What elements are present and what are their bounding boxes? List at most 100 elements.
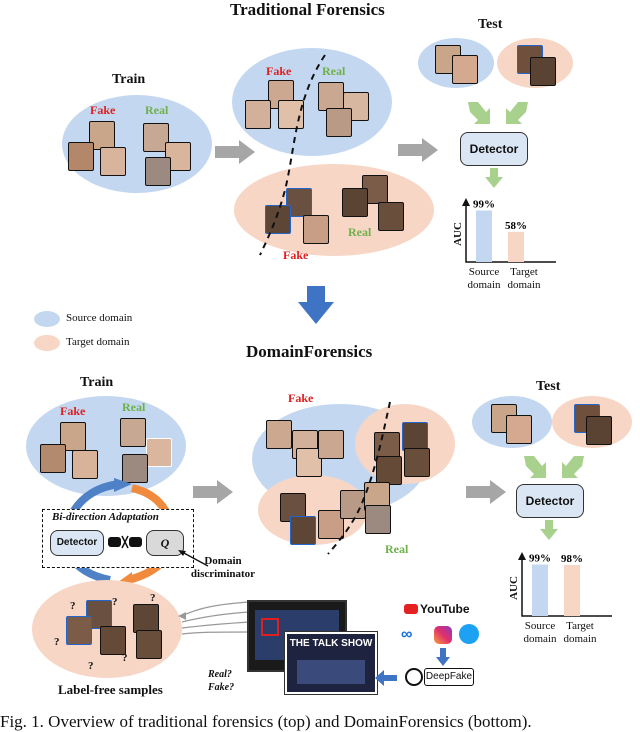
face-fake [303, 215, 329, 244]
decision-boundary [259, 54, 326, 256]
sample-collection-lines [178, 601, 251, 635]
real-question: Real? [208, 669, 232, 680]
adaptation-title: Bi-direction Adaptation [52, 511, 159, 523]
bottom-auc-bar-value-1: 98% [561, 553, 583, 565]
face-fake [265, 205, 291, 234]
legend-target-swatch [34, 335, 60, 351]
legend-source-swatch [34, 311, 60, 327]
top-auc-bar-0 [476, 210, 492, 262]
bottom-mid-real-label: Real [385, 542, 409, 556]
domain-discriminator-module: Q [146, 530, 184, 556]
face [530, 57, 556, 86]
bottom-bar-label-target: Target domain [563, 620, 597, 645]
real-fake-question: Real? Fake? [208, 668, 234, 694]
face-fake [68, 142, 94, 171]
bottom-mid-fake-label: Fake [288, 391, 314, 405]
decision-boundary [327, 401, 391, 555]
top-train-fake-label: Fake [90, 103, 116, 117]
adversarial-fist-icon [108, 535, 142, 549]
face-real [378, 202, 404, 231]
top-auc-bar-1 [508, 231, 524, 262]
right-arrow-icon [466, 480, 506, 504]
meta-icon: ∞ [401, 626, 413, 643]
face-fake [278, 100, 304, 129]
bottom-auc-bar-0 [532, 564, 548, 616]
bottom-auc-axis-label: AUC [507, 576, 520, 600]
instagram-icon [434, 626, 452, 644]
youtube-icon [404, 604, 418, 614]
face [506, 415, 532, 444]
unknown-label: ? [70, 600, 76, 612]
face-fake [245, 100, 271, 129]
left-arrow-icon [375, 670, 397, 686]
fake-question: Fake? [208, 682, 235, 693]
down-arrow-icon [485, 168, 503, 188]
bottom-bar-label-source: Source domain [523, 620, 557, 645]
face-real [326, 108, 352, 137]
bottom-auc-bar-1 [564, 565, 580, 616]
unknown-label: ? [88, 660, 94, 672]
down-arrow-icon [540, 520, 558, 540]
top-test-label: Test [478, 17, 503, 32]
search-icon [405, 668, 423, 686]
unknown-label: ? [122, 652, 128, 664]
search-box: DeepFake [424, 668, 474, 686]
big-down-arrow-icon [298, 286, 334, 324]
face-fake [318, 510, 344, 539]
top-mid-fake-target-label: Fake [283, 248, 309, 262]
face [586, 416, 612, 445]
unknown-label: ? [54, 636, 60, 648]
top-mid-real-target-label: Real [348, 225, 372, 239]
face-real [143, 123, 169, 152]
bottom-train-label: Train [80, 375, 114, 390]
face-real [122, 454, 148, 483]
unknown-label: ? [150, 592, 156, 604]
face-unlabeled [86, 600, 112, 629]
twitter-icon [459, 624, 479, 644]
face-real [402, 422, 428, 451]
face-fake [100, 147, 126, 176]
talk-show-title: THE TALK SHOW [289, 638, 373, 649]
top-auc-bar-value-1: 58% [505, 220, 527, 232]
converge-arrows [468, 102, 528, 124]
bottom-test-label: Test [536, 379, 561, 394]
face-unlabeled [133, 604, 159, 633]
bottom-train-fake-label: Fake [60, 404, 86, 418]
face-real [404, 448, 430, 477]
top-train-label: Train [112, 72, 146, 87]
top-auc-axis [465, 200, 556, 263]
bottom-detector-module: Detector [50, 530, 104, 556]
video-frame-front: THE TALK SHOW [285, 632, 377, 694]
top-mid-real-label: Real [322, 64, 346, 78]
face-fake [290, 516, 316, 545]
top-bar-label-source: Source domain [467, 266, 501, 291]
legend-target-label: Target domain [66, 336, 130, 348]
face-unlabeled [66, 616, 92, 645]
bottom-auc-axis-arrow [518, 552, 526, 560]
face-real [120, 418, 146, 447]
right-arrow-icon [398, 138, 438, 162]
down-arrow-icon [436, 648, 450, 666]
face-unlabeled [100, 626, 126, 655]
legend-source-label: Source domain [66, 312, 133, 324]
converge-arrows [524, 456, 584, 478]
bottom-auc-bar-value-0: 99% [529, 553, 551, 565]
unknown-label: ? [112, 596, 118, 608]
bottom-train-real-label: Real [122, 400, 146, 414]
face-real [318, 430, 344, 459]
bottom-auc-axis [521, 554, 612, 617]
top-detector-box: Detector [460, 132, 528, 166]
face-real [145, 157, 171, 186]
label-free-samples-label: Label-free samples [58, 682, 163, 697]
top-auc-axis-arrow [462, 198, 470, 206]
top-train-real-label: Real [145, 103, 169, 117]
youtube-label: YouTube [420, 602, 470, 616]
face-fake [72, 450, 98, 479]
top-auc-axis-label: AUC [451, 222, 464, 246]
face-fake [296, 448, 322, 477]
face-fake [266, 420, 292, 449]
face-unlabeled [136, 630, 162, 659]
face-real [342, 188, 368, 217]
top-title: Traditional Forensics [230, 0, 385, 19]
right-arrow-icon [193, 480, 233, 504]
